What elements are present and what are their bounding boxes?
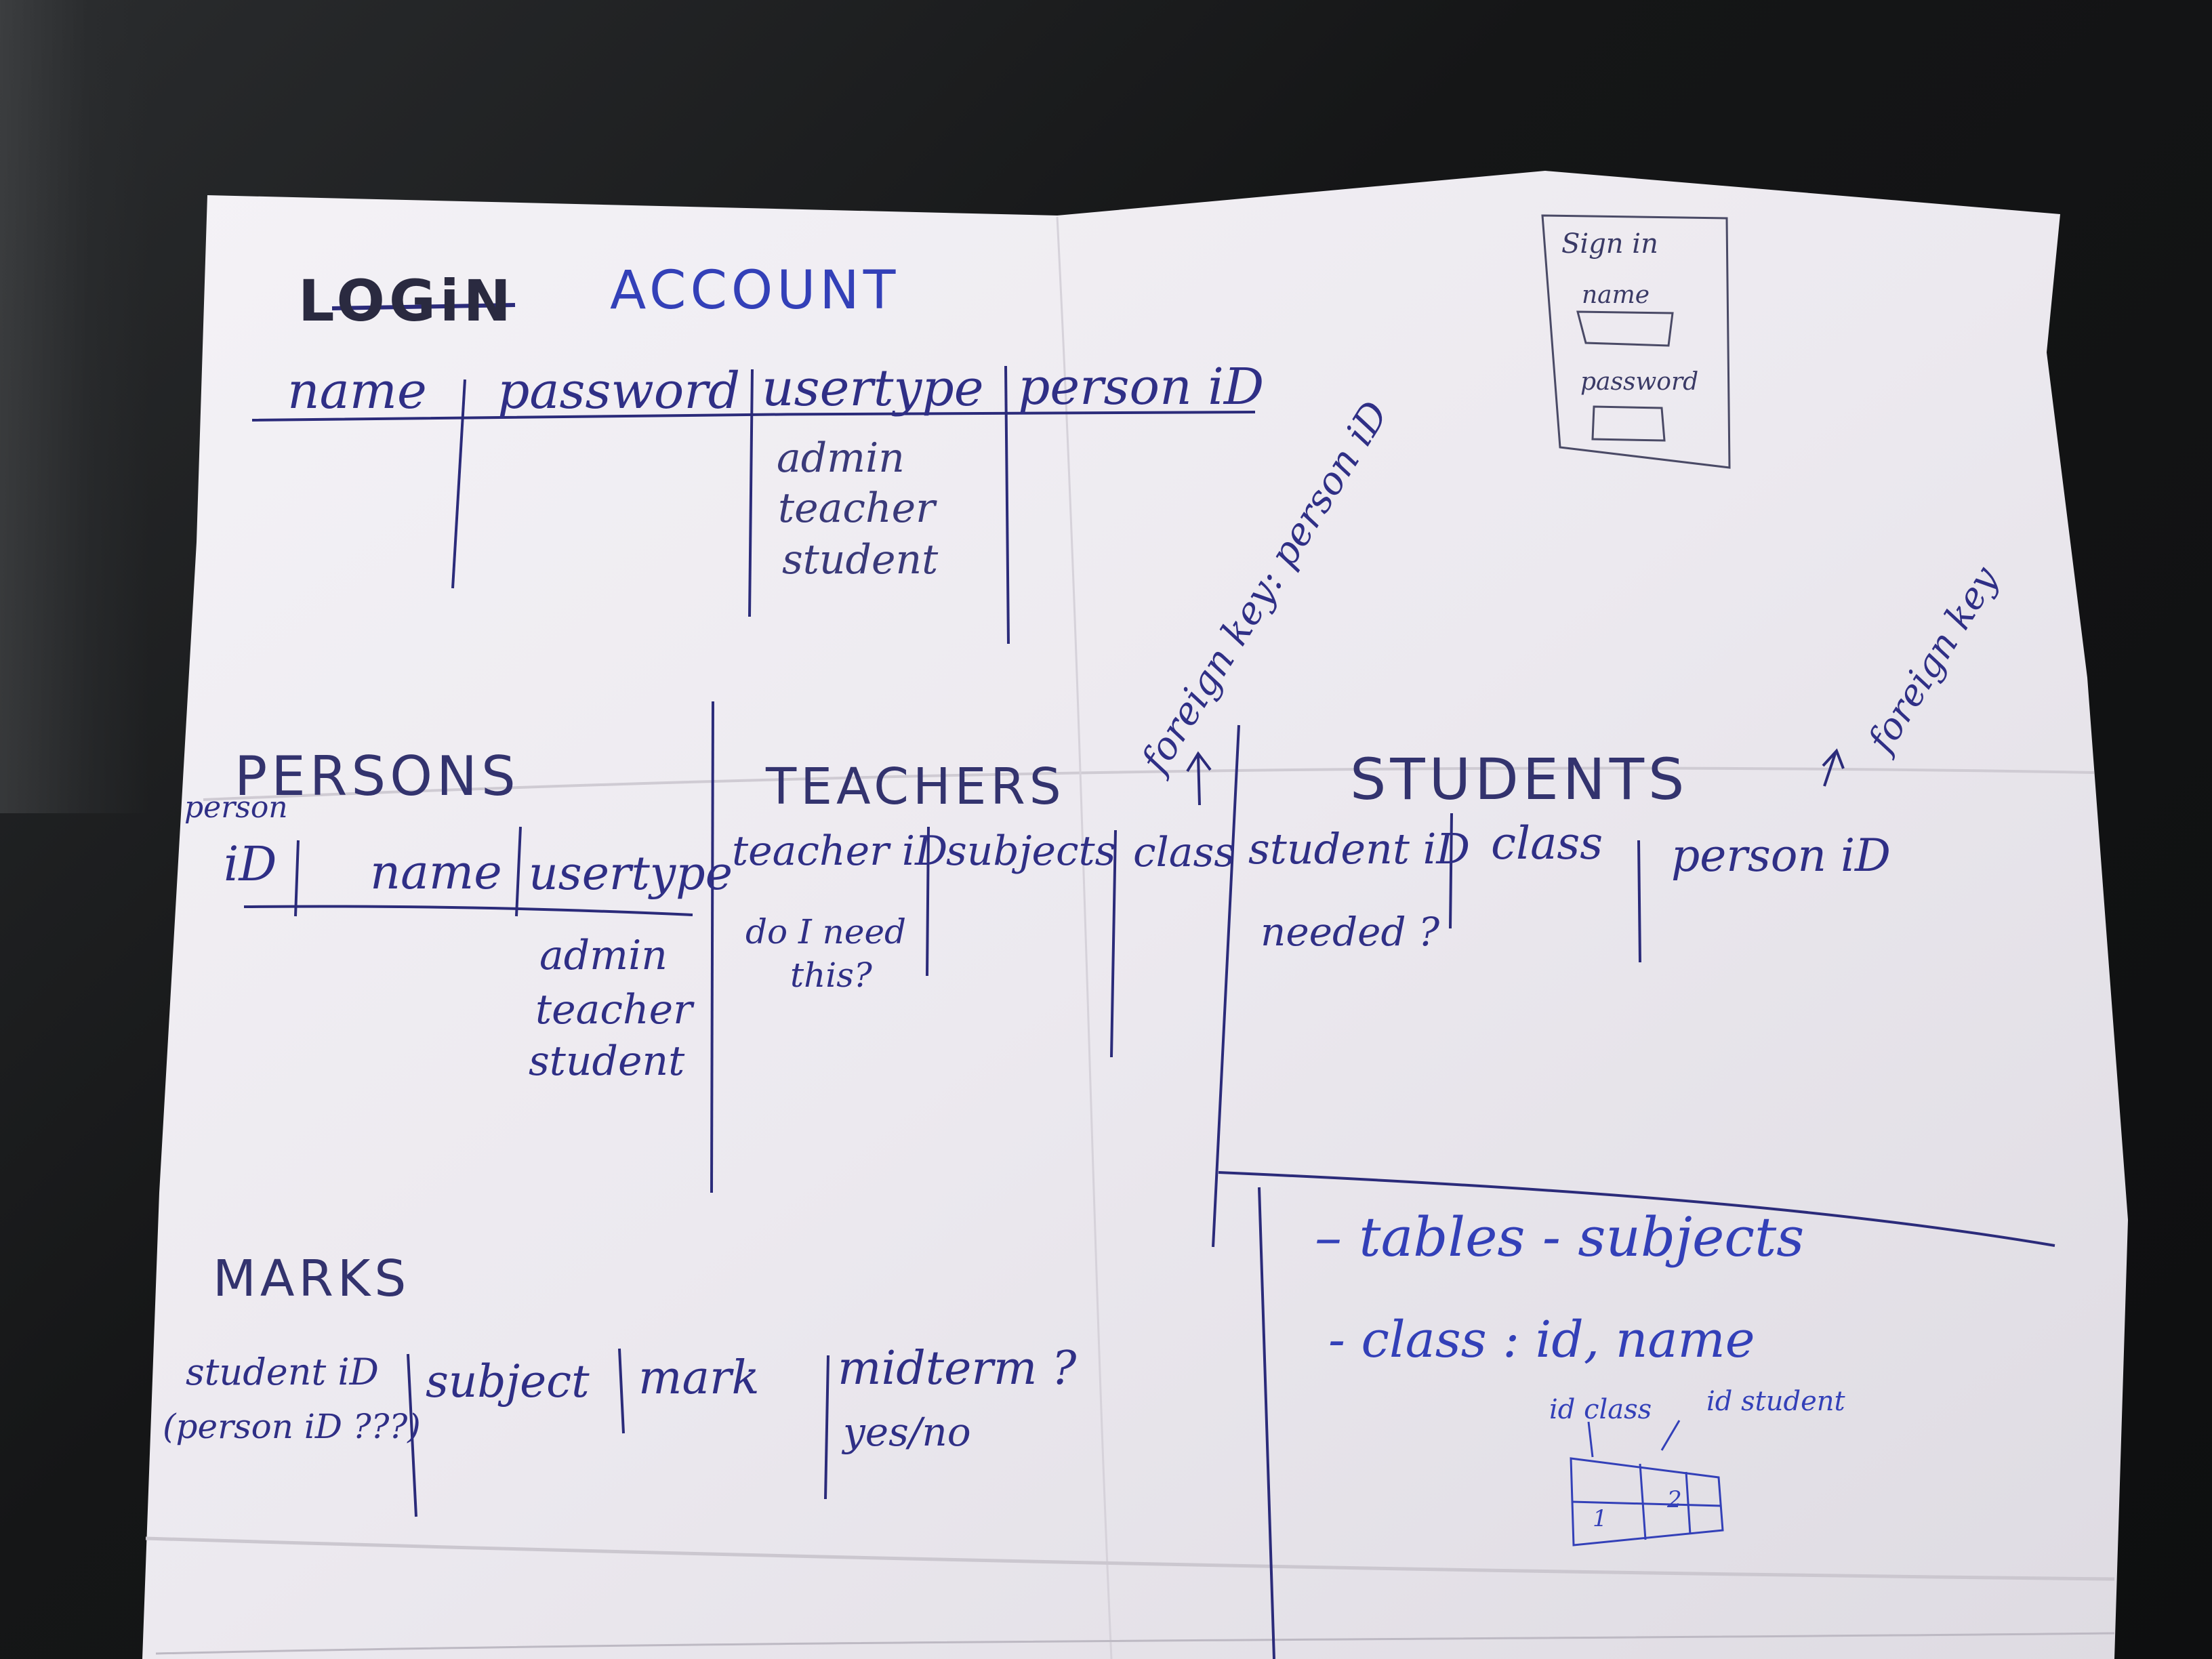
teachers-note-line-1: do I need [745, 912, 907, 951]
teachers-col-teacher-id: teacher iD [732, 827, 948, 875]
signin-password-label: password [1580, 368, 1699, 396]
persons-id-header-top: person [184, 790, 288, 825]
middle-table-lines [243, 701, 2055, 1659]
marks-col-divider [407, 1353, 417, 1517]
signin-password-field [1591, 405, 1666, 442]
class-grid-frame [1570, 1457, 1724, 1547]
section-divider [1212, 724, 1240, 1248]
class-grid [1570, 1420, 1724, 1547]
marks-sub-note-yes-no: yes/no [843, 1409, 971, 1455]
account-title-struck: LOGiN [298, 268, 515, 334]
persons-id-header: iD [224, 836, 277, 892]
foreign-key-arrow [1822, 748, 1845, 787]
students-note: needed ? [1261, 909, 1440, 955]
notes-sub-label-id-student: id student [1706, 1386, 1845, 1417]
account-col-divider [748, 369, 754, 617]
notes-line-1: – tables - subjects [1315, 1206, 1805, 1269]
account-usertype-admin: admin [777, 434, 905, 482]
account-col-person-id: person iD [1018, 358, 1265, 416]
teachers-col-class: class [1133, 829, 1235, 876]
marks-col-subject: subject [426, 1355, 590, 1408]
paper-fold [203, 766, 2095, 801]
students-col-student-id: student iD [1248, 824, 1471, 874]
signin-name-field [1576, 310, 1674, 347]
account-table-lines [251, 303, 1256, 644]
signin-name-label: name [1582, 281, 1650, 309]
students-col-divider [1637, 840, 1641, 963]
signin-frame [1541, 214, 1731, 469]
class-grid-col [1639, 1463, 1647, 1540]
notes-sub-label-id-class: id class [1549, 1394, 1652, 1425]
section-divider [710, 701, 714, 1193]
class-grid-pointer [1587, 1420, 1681, 1458]
class-grid-col [1685, 1471, 1692, 1535]
foreign-key-arrow [1186, 751, 1212, 806]
marks-table-lines [407, 1348, 830, 1517]
teachers-col-subjects: subjects [946, 827, 1116, 875]
marks-col-student-id: student iD [186, 1351, 379, 1393]
signin-box [1541, 214, 1731, 469]
marks-col-midterm: midterm ? [838, 1342, 1077, 1395]
persons-usertype-student: student [529, 1038, 685, 1085]
login-strike [331, 303, 516, 310]
persons-title: PERSONS [234, 745, 520, 808]
persons-col-divider [294, 840, 300, 917]
signin-title: Sign in [1561, 228, 1658, 260]
account-col-name: name [287, 362, 427, 420]
paper-fold [145, 1536, 2115, 1581]
background-edge [0, 0, 149, 813]
students-col-person-id: person iD [1671, 830, 1891, 882]
persons-header-rule [243, 905, 693, 916]
persons-col-usertype: usertype [529, 847, 733, 901]
account-usertype-teacher: teacher [778, 485, 935, 532]
account-col-password: password [497, 362, 741, 420]
account-col-divider [1004, 365, 1010, 644]
teachers-col-divider [1110, 830, 1117, 1058]
students-title: STUDENTS [1350, 746, 1689, 813]
class-grid-cell-2: 2 [1667, 1486, 1682, 1513]
marks-sub-note-person-id: (person iD ???) [163, 1407, 421, 1446]
paper-fold [1056, 216, 1113, 1659]
account-title: ACCOUNT [610, 260, 900, 321]
persons-col-divider [515, 826, 522, 917]
marks-title: MARKS [213, 1250, 411, 1308]
class-grid-cell-1: 1 [1593, 1505, 1607, 1532]
paper-body [142, 171, 2128, 1659]
account-col-usertype: usertype [762, 359, 984, 417]
account-usertype-student: student [782, 536, 939, 583]
persons-usertype-teacher: teacher [535, 986, 693, 1033]
persons-col-name: name [370, 844, 502, 900]
notes-left-divider [1258, 1187, 1275, 1659]
persons-usertype-admin: admin [539, 932, 668, 979]
students-col-divider [1449, 813, 1453, 929]
notes-divider [1218, 1171, 2055, 1247]
account-col-divider [451, 379, 466, 589]
marks-col-divider [824, 1355, 830, 1500]
account-header-rule [251, 411, 1256, 422]
notes-line-2: - class : id, name [1328, 1311, 1755, 1369]
class-grid-rule [1572, 1500, 1722, 1507]
marks-col-divider [618, 1348, 625, 1434]
teachers-title: TEACHERS [766, 758, 1065, 816]
teachers-note-line-2: this? [790, 956, 872, 995]
teachers-col-divider [926, 826, 930, 977]
paper-fold [155, 1632, 2115, 1655]
students-col-class: class [1491, 817, 1603, 869]
marks-col-mark: mark [638, 1351, 760, 1405]
